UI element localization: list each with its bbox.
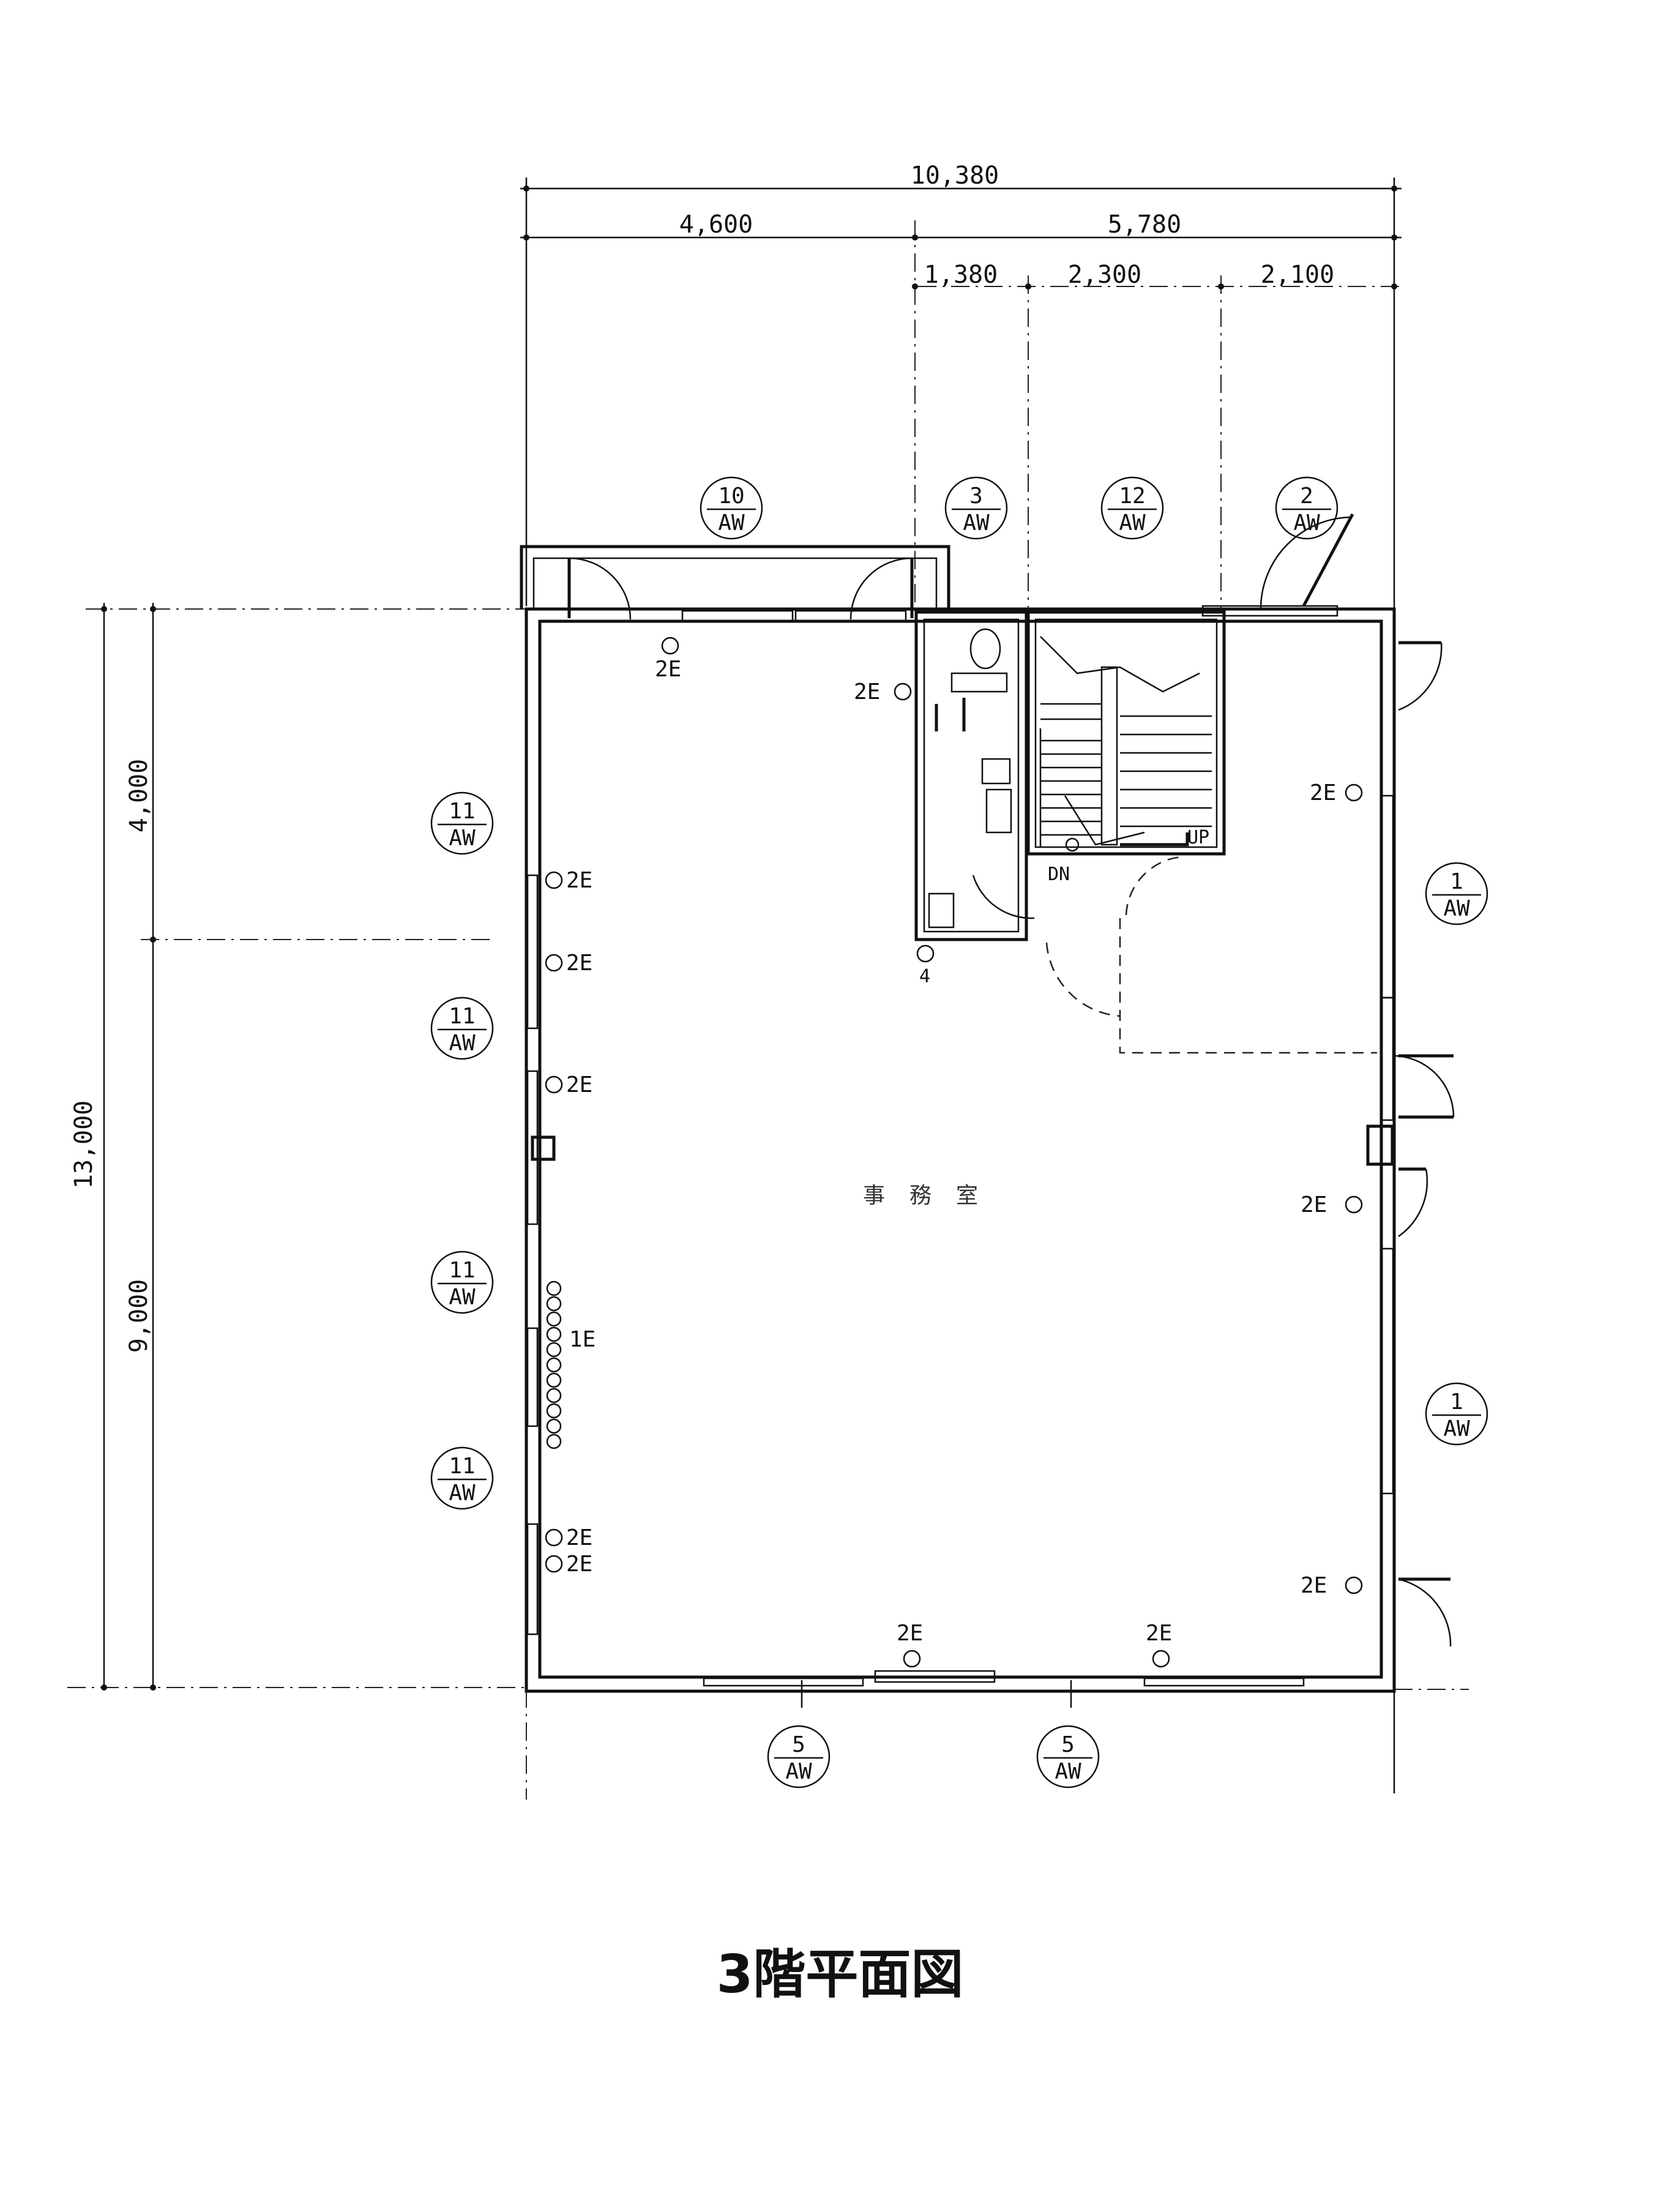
window-tag-number: 12 bbox=[1119, 484, 1145, 509]
window-tag-code: AW bbox=[718, 510, 745, 536]
window-tag-number: 5 bbox=[792, 1732, 805, 1757]
window-tag-code: AW bbox=[1055, 1759, 1081, 1784]
outlet-label: 2E bbox=[566, 1072, 592, 1097]
outlet-label: 2E bbox=[854, 679, 880, 705]
window-tag-number: 3 bbox=[969, 484, 983, 509]
window-tag-number: 1 bbox=[1450, 869, 1463, 894]
window-tag-number: 11 bbox=[449, 1258, 475, 1283]
doors bbox=[567, 513, 1455, 1647]
window-tag-code: AW bbox=[1293, 510, 1320, 536]
outlet-label: 2E bbox=[897, 1621, 923, 1646]
window-tag-code: AW bbox=[785, 1759, 812, 1784]
window-tag-code: AW bbox=[449, 1481, 476, 1506]
window-tag-code: AW bbox=[963, 510, 990, 536]
top-dimension-lines bbox=[520, 178, 1402, 1793]
dim-seg-3: 2,100 bbox=[1261, 261, 1334, 289]
outlet-label: 2E bbox=[1310, 780, 1336, 805]
window-tag-code: AW bbox=[1119, 510, 1146, 536]
core-walls bbox=[914, 610, 1226, 941]
dim-seg-2: 2,300 bbox=[1068, 261, 1141, 289]
window-tag-code: AW bbox=[449, 1285, 476, 1310]
outer-walls bbox=[520, 545, 1396, 1693]
outlet-label: 1E bbox=[569, 1327, 595, 1352]
window-tag-code: AW bbox=[449, 1031, 476, 1056]
window-tag-number: 10 bbox=[718, 484, 744, 509]
dim-overall-width: 10,380 bbox=[911, 162, 999, 190]
window-tag-code: AW bbox=[1443, 1416, 1470, 1441]
outlet-label: 2E bbox=[566, 868, 592, 893]
room-label-office: 事務室 bbox=[863, 1183, 1002, 1208]
left-dimension-lines bbox=[67, 603, 612, 1691]
outlet-label: 2E bbox=[1301, 1573, 1327, 1598]
drawing-title: 3階平面図 bbox=[716, 1944, 964, 2005]
window-tag-number: 11 bbox=[449, 1454, 475, 1479]
window-tag-code: AW bbox=[1443, 896, 1470, 921]
dim-seg-1: 1,380 bbox=[924, 261, 998, 289]
dim-depth-lower: 9,000 bbox=[125, 1279, 153, 1353]
outlet-label: 2E bbox=[1146, 1621, 1172, 1646]
window-tag-number: 2 bbox=[1300, 484, 1313, 509]
window-tag-number: 11 bbox=[449, 1004, 475, 1029]
window-tags bbox=[430, 476, 1488, 1789]
outlet-label: 2E bbox=[655, 657, 681, 682]
dim-width-left: 4,600 bbox=[679, 211, 753, 239]
stair-up-label: UP bbox=[1187, 827, 1209, 848]
window-tag-code: AW bbox=[449, 826, 476, 851]
stair-dn-label: DN bbox=[1048, 864, 1070, 885]
dim-depth-upper: 4,000 bbox=[125, 759, 153, 832]
dim-overall-depth: 13,000 bbox=[70, 1101, 98, 1189]
outlet-label: 4 bbox=[919, 966, 930, 987]
outlet-symbols bbox=[545, 637, 1363, 1668]
outlet-label: 2E bbox=[566, 951, 592, 976]
bottom-grid-ticks bbox=[526, 1680, 1469, 1800]
window-tag-number: 11 bbox=[449, 799, 475, 824]
outlet-label: 2E bbox=[566, 1552, 592, 1577]
outlet-label: 2E bbox=[566, 1525, 592, 1550]
dim-width-right: 5,780 bbox=[1108, 211, 1181, 239]
window-tag-number: 1 bbox=[1450, 1389, 1463, 1415]
outlet-label: 2E bbox=[1301, 1192, 1327, 1217]
dashed-partition bbox=[1119, 918, 1377, 1054]
window-tag-number: 5 bbox=[1061, 1732, 1075, 1757]
